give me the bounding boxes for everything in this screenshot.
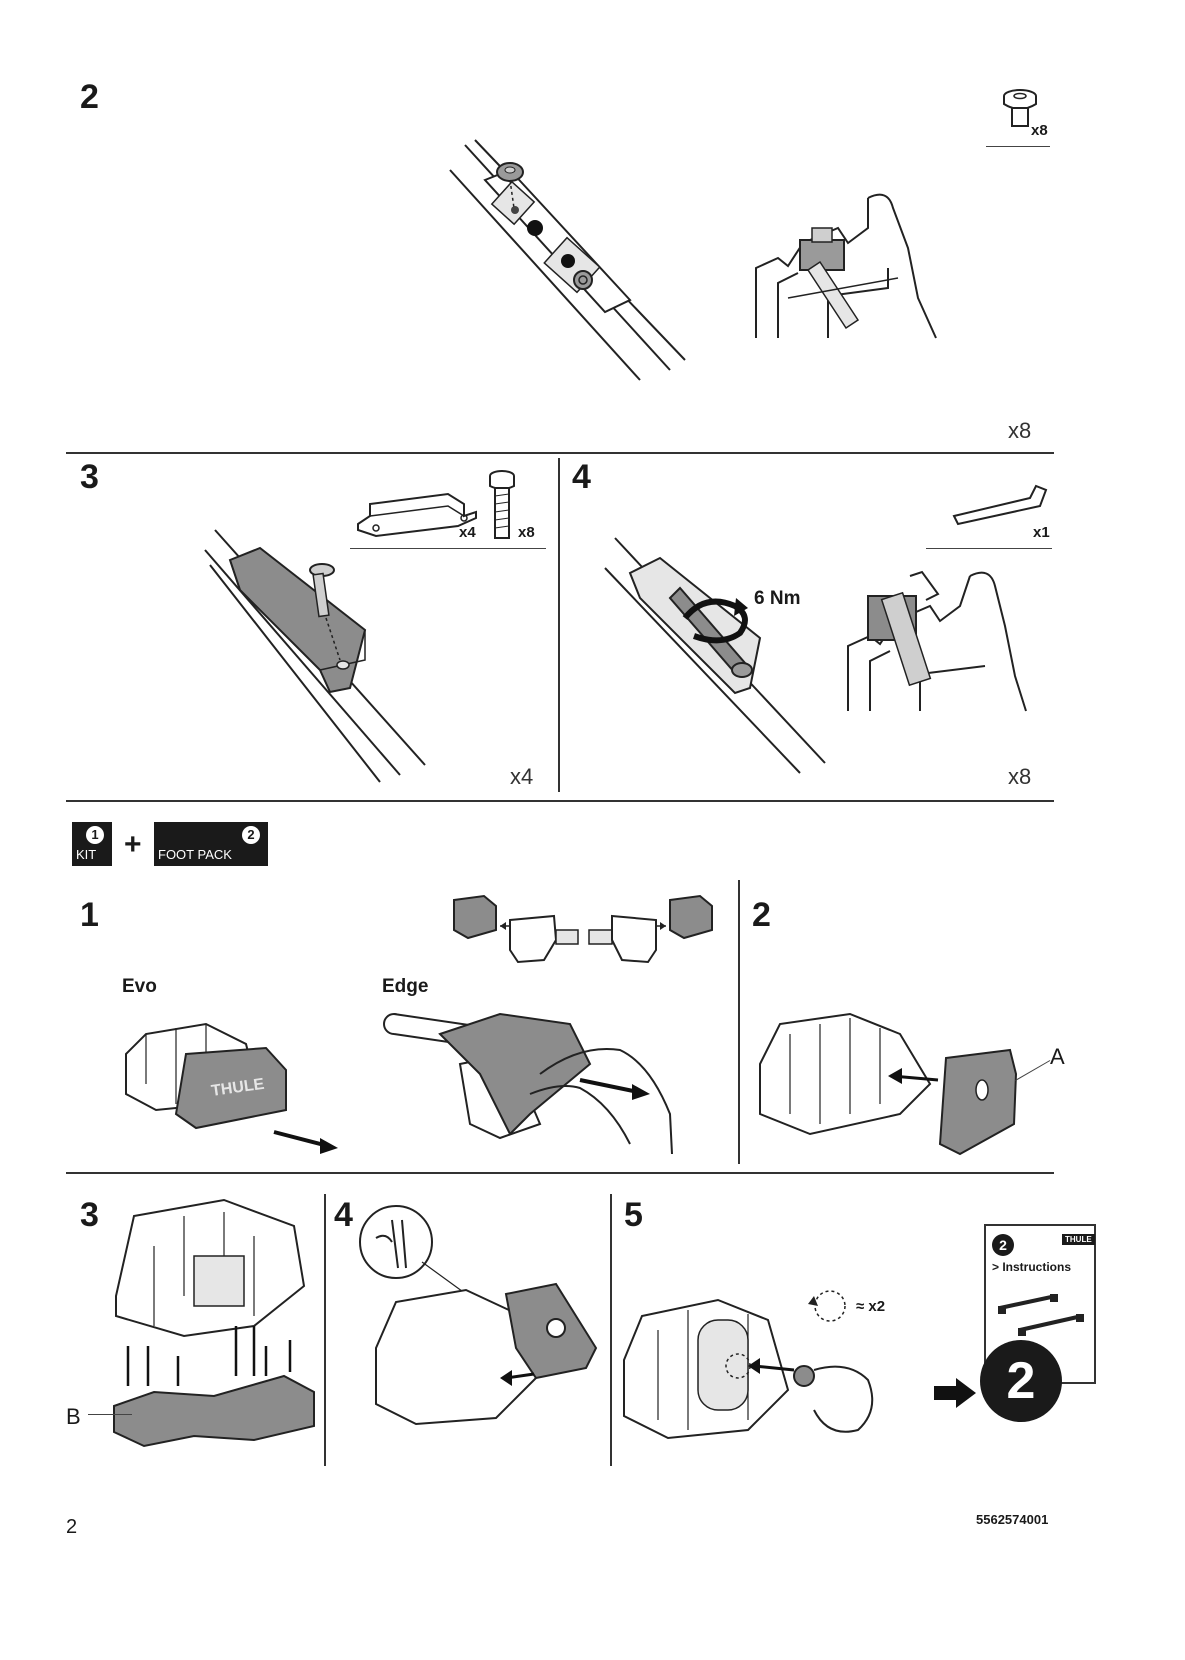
edge-label: Edge bbox=[382, 976, 429, 997]
rail-spacer-illustration bbox=[449, 139, 686, 381]
bracket-install-illustration bbox=[204, 529, 426, 783]
repeat-count: x8 bbox=[1008, 764, 1032, 789]
step-number: 4 bbox=[572, 458, 591, 496]
kit-number-badge: 1 bbox=[86, 826, 104, 844]
bolt-part-icon bbox=[489, 470, 515, 539]
part-divider bbox=[926, 548, 1052, 549]
document-id: 5562574001 bbox=[976, 1512, 1049, 1527]
brand-logo: THULE bbox=[1062, 1234, 1095, 1245]
part-divider bbox=[350, 548, 546, 549]
kit-label: FOOT PACK bbox=[158, 847, 232, 862]
plus-sign: + bbox=[124, 828, 142, 861]
torque-label: 6 Nm bbox=[754, 588, 801, 609]
section-divider bbox=[66, 1172, 1054, 1174]
column-divider bbox=[558, 458, 560, 792]
part-label-a: A bbox=[1050, 1044, 1065, 1069]
part-divider bbox=[986, 146, 1050, 147]
repeat-count: ≈ x2 bbox=[856, 1298, 886, 1315]
evo-label: Evo bbox=[122, 976, 157, 997]
repeat-count: x4 bbox=[510, 764, 534, 789]
step-number: 3 bbox=[80, 458, 99, 496]
rotate-icon bbox=[808, 1290, 846, 1322]
plug-insert-illustration bbox=[623, 1298, 874, 1440]
kit-number-badge: 2 bbox=[242, 826, 260, 844]
bracket-part-icon bbox=[357, 492, 477, 538]
page-number: 2 bbox=[66, 1516, 78, 1538]
foot-pack-box-icon: 2 FOOT PACK bbox=[154, 822, 268, 866]
step-number: 5 bbox=[624, 1196, 643, 1234]
step-number: 3 bbox=[80, 1196, 99, 1234]
pads-illustration bbox=[113, 1198, 315, 1448]
step-number: 2 bbox=[80, 78, 99, 116]
roof-bars-icon bbox=[998, 1294, 1084, 1336]
arrow-right-icon bbox=[934, 1378, 976, 1408]
part-label-b: B bbox=[66, 1404, 81, 1429]
section-divider bbox=[66, 452, 1054, 454]
next-step-badge: 2 bbox=[980, 1340, 1062, 1422]
edge-foot-illustration bbox=[383, 1012, 673, 1155]
card-title: > Instructions bbox=[992, 1260, 1072, 1274]
plate-insert-illustration bbox=[759, 1012, 1018, 1156]
part-quantity: x8 bbox=[1031, 122, 1048, 139]
torque-illustration bbox=[604, 537, 826, 774]
part-quantity: x8 bbox=[518, 524, 535, 541]
foot-parts-illustration bbox=[453, 894, 713, 964]
label-leader-line bbox=[88, 1414, 132, 1415]
step-number: 4 bbox=[334, 1196, 353, 1234]
card-step-badge: 2 bbox=[992, 1234, 1014, 1256]
bolt-cross-section bbox=[847, 570, 1027, 712]
step-number: 2 bbox=[752, 896, 771, 934]
hex-key-icon bbox=[952, 484, 1048, 526]
part-quantity: x4 bbox=[459, 524, 476, 541]
column-divider bbox=[610, 1194, 612, 1466]
repeat-count: x8 bbox=[1008, 418, 1032, 443]
part-quantity: x1 bbox=[1033, 524, 1050, 541]
kit-box-icon: 1 KIT bbox=[72, 822, 112, 866]
section-divider bbox=[66, 800, 1054, 802]
column-divider bbox=[324, 1194, 326, 1466]
column-divider bbox=[738, 880, 740, 1164]
spacer-part-icon bbox=[1003, 89, 1037, 127]
cross-section-detail bbox=[755, 193, 937, 339]
kit-label: KIT bbox=[76, 847, 97, 862]
evo-foot-illustration: THULE bbox=[125, 1022, 338, 1154]
step-number: 1 bbox=[80, 896, 99, 934]
cover-attach-illustration bbox=[359, 1205, 598, 1426]
